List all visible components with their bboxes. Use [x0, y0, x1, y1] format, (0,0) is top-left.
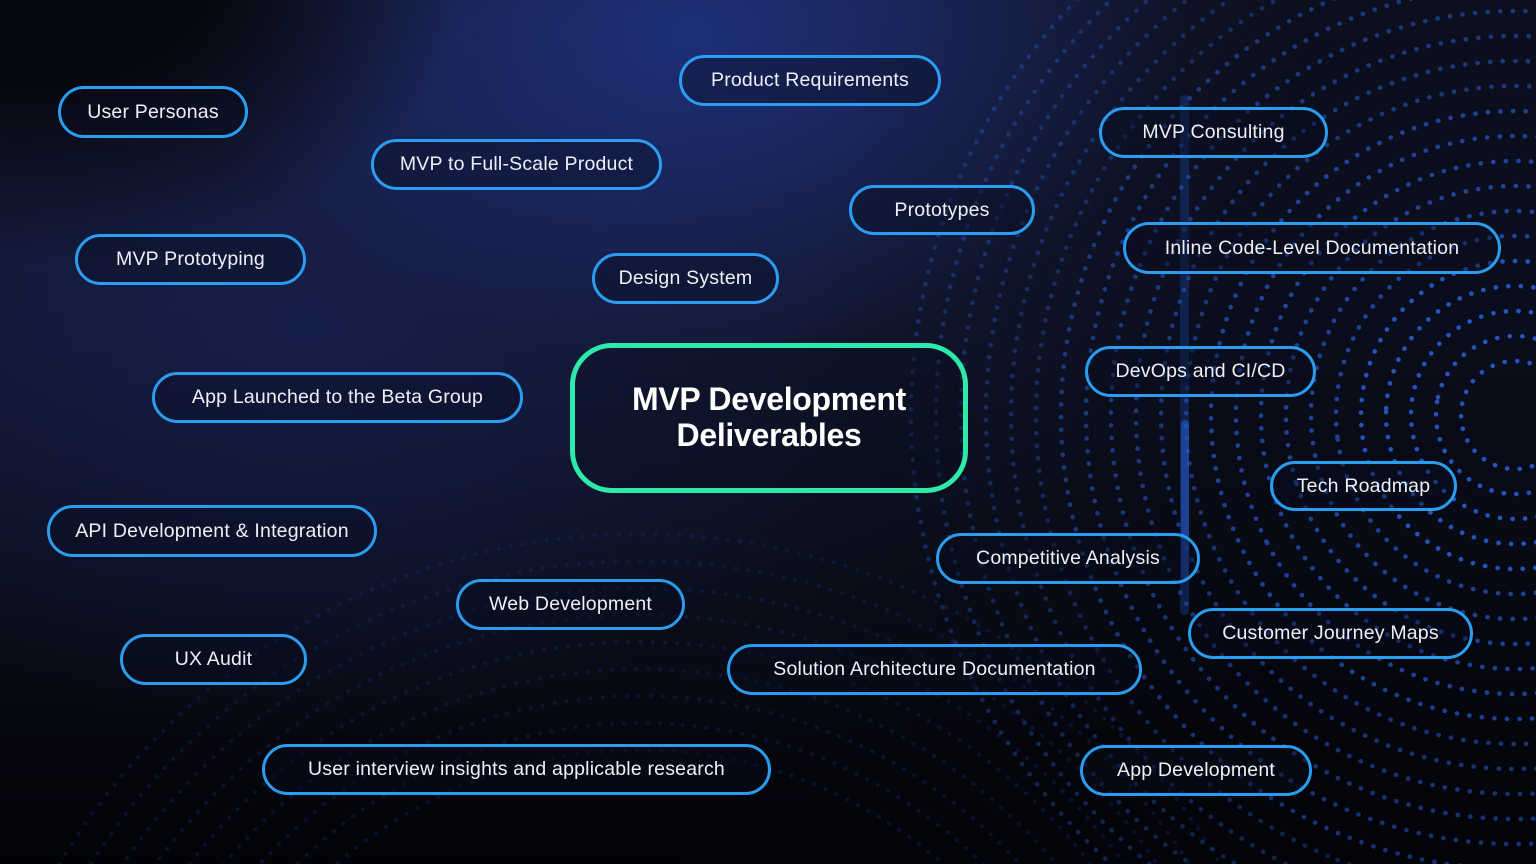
pill-label: Design System: [618, 267, 753, 289]
pill-label: App Development: [1116, 759, 1275, 781]
pill-mvp-consulting: MVP Consulting: [1099, 107, 1328, 158]
pill-label: DevOps and CI/CD: [1115, 360, 1286, 382]
pill-mvp-prototyping: MVP Prototyping: [75, 234, 306, 285]
pill-label: UX Audit: [174, 648, 253, 670]
center-title-line2: Deliverables: [676, 417, 862, 453]
pill-label: MVP Consulting: [1142, 121, 1285, 143]
pill-mvp-to-full-scale-product: MVP to Full-Scale Product: [371, 139, 662, 190]
pill-user-personas: User Personas: [58, 86, 248, 138]
pill-solution-architecture-documentation: Solution Architecture Documentation: [727, 644, 1142, 695]
pill-customer-journey-maps: Customer Journey Maps: [1188, 608, 1473, 659]
pill-ux-audit: UX Audit: [120, 634, 307, 685]
pill-product-requirements: Product Requirements: [679, 55, 941, 106]
pill-web-development: Web Development: [456, 579, 685, 630]
pill-design-system: Design System: [592, 253, 779, 304]
pill-label: MVP to Full-Scale Product: [399, 153, 634, 175]
pill-label: Solution Architecture Documentation: [773, 658, 1096, 680]
pill-label: Competitive Analysis: [976, 547, 1160, 569]
pill-label: App Launched to the Beta Group: [191, 386, 484, 408]
pill-label: Inline Code-Level Documentation: [1164, 236, 1460, 259]
pill-label: Web Development: [488, 593, 653, 615]
pill-label: User interview insights and applicable r…: [308, 758, 725, 780]
pill-label: MVP Prototyping: [116, 248, 265, 270]
pill-label: Product Requirements: [710, 69, 909, 91]
pill-devops-and-cicd: DevOps and CI/CD: [1085, 346, 1316, 397]
pill-label: API Development & Integration: [75, 519, 349, 542]
pill-label: Tech Roadmap: [1296, 474, 1431, 497]
pill-label: Prototypes: [894, 198, 990, 221]
pill-api-development-integration: API Development & Integration: [47, 505, 377, 557]
pill-user-interview-insights: User interview insights and applicable r…: [262, 744, 771, 795]
pill-prototypes: Prototypes: [849, 185, 1035, 235]
pill-label: User Personas: [87, 100, 219, 123]
center-node-mvp-development-deliverables: MVP Development Deliverables: [570, 343, 968, 493]
pill-label: Customer Journey Maps: [1222, 622, 1439, 644]
center-title-line1: MVP Development: [631, 381, 907, 418]
pill-app-development: App Development: [1080, 745, 1312, 796]
pill-tech-roadmap: Tech Roadmap: [1270, 461, 1457, 511]
pill-app-launched-to-beta-group: App Launched to the Beta Group: [152, 372, 523, 423]
pill-inline-code-level-documentation: Inline Code-Level Documentation: [1123, 222, 1501, 274]
pill-competitive-analysis: Competitive Analysis: [936, 533, 1200, 584]
